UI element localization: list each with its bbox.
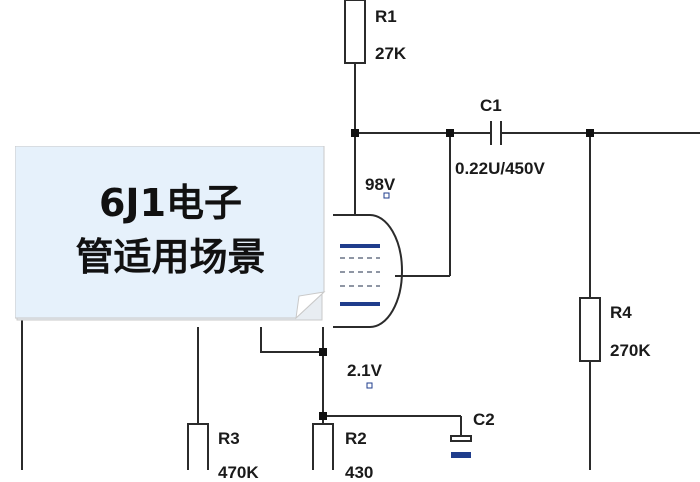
resistor-r1 <box>344 0 366 64</box>
resistor-r3 <box>187 423 209 470</box>
junction-dot <box>351 129 359 137</box>
junction-dot <box>319 348 327 356</box>
card-title-line2: 管适用场景 <box>75 235 266 279</box>
r2-name-label: R2 <box>345 429 367 448</box>
plate-voltage-label: 98V <box>365 175 396 194</box>
junction-dot <box>319 412 327 420</box>
r1-value-label: 27K <box>375 44 407 63</box>
r3-name-label: R3 <box>218 429 240 448</box>
cathode-voltage-label: 2.1V <box>347 361 382 380</box>
r1-name-label: R1 <box>375 7 397 26</box>
test-point-marker <box>366 382 373 389</box>
c1-name-label: C1 <box>480 96 502 115</box>
title-card: 6J1电子 管适用场景 <box>15 146 326 322</box>
card-folded-corner <box>295 291 326 320</box>
junction-dot <box>586 129 594 137</box>
r4-value-label: 270K <box>610 341 651 360</box>
tube-envelope <box>333 214 403 328</box>
resistor-r2 <box>312 423 334 470</box>
capacitor-c2-plate <box>450 435 472 442</box>
circuit-schematic <box>21 0 700 470</box>
c2-name-label: C2 <box>473 410 495 429</box>
junction-dot <box>446 129 454 137</box>
card-front-sheet <box>15 146 325 319</box>
c1-value-label: 0.22U/450V <box>455 159 545 178</box>
r2-value-label: 430 <box>345 463 374 482</box>
wire-cathode-loop <box>260 327 323 353</box>
r3-value-label: 470K <box>218 463 259 482</box>
r4-name-label: R4 <box>610 303 632 322</box>
test-point-marker <box>383 192 390 199</box>
card-title-line1: 6J1电子 <box>98 181 243 225</box>
resistor-r4 <box>579 297 601 362</box>
title-card-paper <box>15 146 326 321</box>
capacitor-c2-plate-filled <box>451 452 471 458</box>
